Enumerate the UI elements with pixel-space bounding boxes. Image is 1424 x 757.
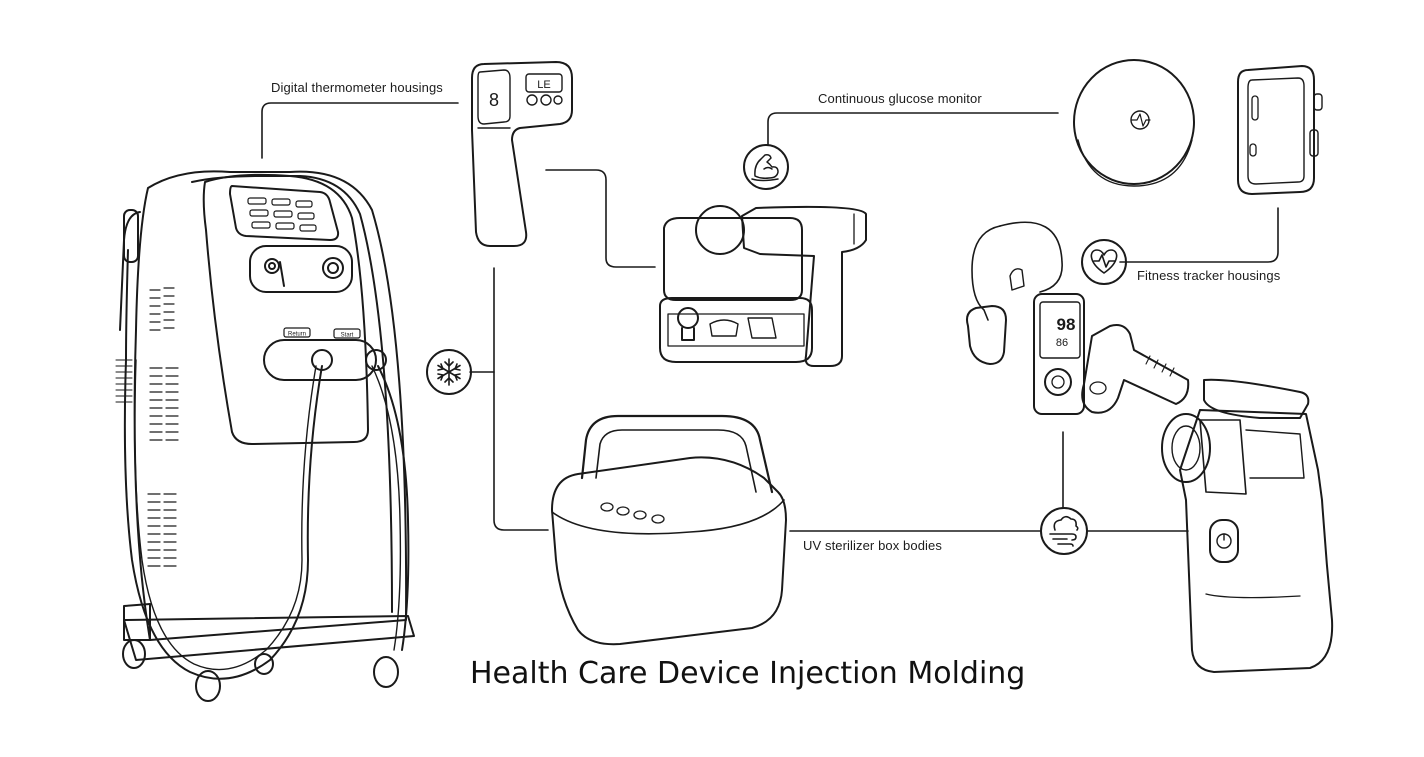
thermometer-illustration: 8 LE	[471, 61, 573, 247]
heart-pulse-icon	[1081, 239, 1127, 285]
oximeter-sub-reading: 86	[1056, 337, 1068, 349]
oximeter-main-reading: 98	[1057, 315, 1076, 334]
label-uv-sterilizer: UV sterilizer box bodies	[803, 538, 942, 553]
connector-thermometer	[261, 102, 459, 159]
treatment-machine-illustration: Return Start	[115, 170, 415, 702]
glucose-monitor-illustration	[1073, 59, 1195, 187]
thermometer-screen-digit: 8	[489, 90, 499, 110]
machine-button-right-label: Start	[341, 333, 354, 339]
cloud-wind-icon	[1040, 507, 1088, 555]
connector-glucose	[767, 112, 1059, 146]
connector-therm-to-massager	[545, 169, 656, 268]
label-fitness-tracker: Fitness tracker housings	[1137, 268, 1281, 283]
connector-lines	[261, 102, 1279, 532]
massage-gun-case-illustration	[659, 205, 867, 367]
connector-fitness	[1119, 207, 1279, 263]
fitness-tracker-housing-illustration	[1237, 65, 1323, 195]
connector-snowflake-trunk	[493, 267, 549, 531]
uv-sterilizer-box-illustration	[551, 414, 787, 646]
machine-button-left-label: Return	[288, 332, 306, 338]
label-thermometer: Digital thermometer housings	[271, 80, 443, 95]
diagram-title: Health Care Device Injection Molding	[470, 656, 1026, 691]
thermometer-screen-small: LE	[537, 79, 550, 91]
nebulizer-illustration	[1161, 378, 1334, 673]
label-glucose-monitor: Continuous glucose monitor	[818, 91, 982, 106]
snowflake-icon	[426, 349, 472, 395]
pulse-oximeter-illustration: 98 86	[966, 221, 1190, 415]
bicep-icon	[743, 144, 789, 190]
